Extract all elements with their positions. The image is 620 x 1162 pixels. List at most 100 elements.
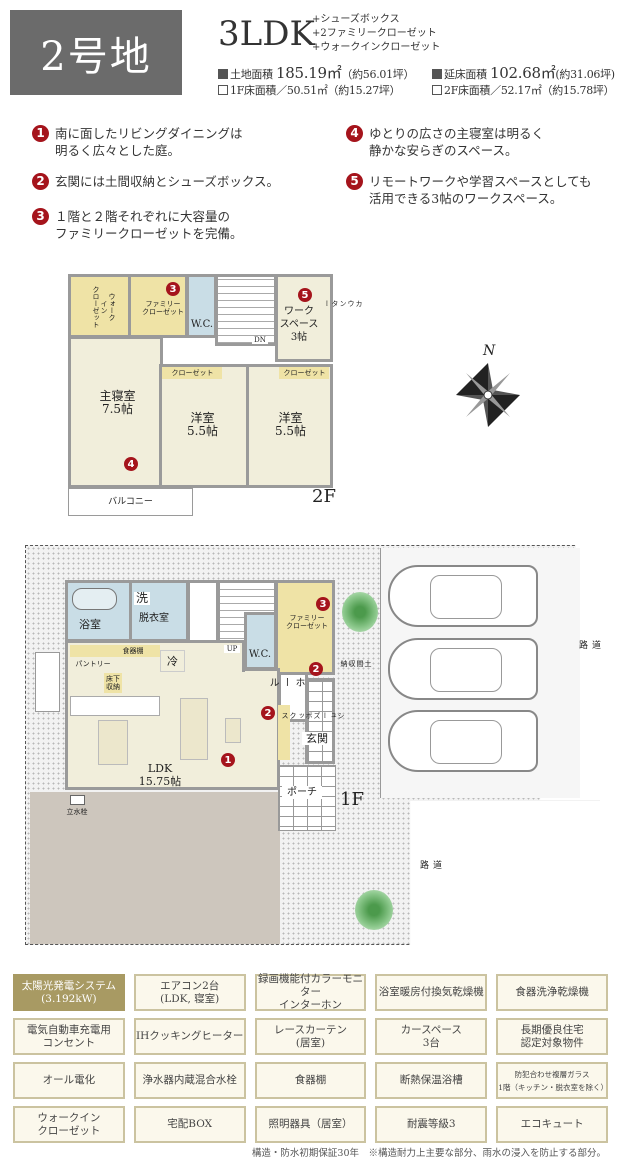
marker-3: 3 (316, 597, 330, 611)
marker-1: 1 (221, 753, 235, 767)
stairs-down-label: DN (252, 336, 268, 344)
equipment-item: 防犯合わせ複層ガラス 1階（キッチン・脱衣室を除く） (496, 1062, 608, 1099)
compass: N (448, 343, 528, 430)
equipment-item: 断熱保温浴槽 (375, 1062, 488, 1099)
feature-text: リモートワークや学習スペースとしても 活用できる3帖のワークスペース。 (369, 174, 592, 206)
marker-2: 2 (309, 662, 323, 676)
shoe-box-label: シューズボックス (281, 712, 345, 719)
equipment-item: 食器棚 (254, 1062, 367, 1099)
filled-square-icon (432, 69, 442, 79)
faucet-label: 立水栓 (66, 808, 88, 816)
total-floor-label: 延床面積 (444, 68, 487, 81)
equipment-grid: 太陽光発電システム (3.192kW)エアコン2台 (LDK, 寝室)録画機能付… (13, 973, 608, 1143)
family-closet-label: ファミリー クローゼット (286, 614, 328, 630)
equipment-item: 食器洗浄乾燥機 (496, 974, 608, 1011)
closet-label: クローゼット (283, 369, 326, 377)
feature-text: １階と２階それぞれに大容量の ファミリークローゼットを完備。 (55, 209, 243, 241)
equipment-item: エアコン2台 (LDK, 寝室) (133, 974, 246, 1011)
bathroom-label: 浴室 (79, 618, 101, 631)
balcony-label: バルコニー (108, 497, 153, 507)
earth-storage-label: 土間収納 (340, 660, 372, 667)
equipment-item: 太陽光発電システム (3.192kW) (13, 974, 125, 1011)
pantry-shelf (70, 645, 160, 657)
equipment-item: 録画機能付カラーモニター インターホン (254, 973, 367, 1011)
dish-storage-label: 食器棚 (122, 647, 144, 655)
wic-label: ウォーク イン クローゼット (92, 286, 116, 328)
land-area-label: 土地面積 (230, 68, 273, 81)
marker-3: 3 (166, 282, 180, 296)
floor-label-2f: 2F (312, 486, 336, 507)
feature-text: ゆとりの広さの主寝室は明るく 静かな安らぎのスペース。 (369, 126, 545, 158)
wc-label: W.C. (190, 319, 214, 330)
kitchen-counter (70, 696, 160, 716)
feature-item: 2 玄関には土間収納とシューズボックス。 (32, 173, 322, 190)
option-item: +ウォークインクローゼット (312, 42, 441, 53)
walk-in-closet (68, 274, 131, 338)
land-area-tsubo: （約56.01坪） (341, 68, 415, 81)
stairs-2f (215, 274, 277, 346)
layout-type: 3LDK (218, 14, 315, 54)
feature-item: 3 １階と２階それぞれに大容量の ファミリークローゼットを完備。 (32, 208, 322, 242)
bathtub-icon (72, 588, 117, 610)
western-room-1-label: 洋室 5.5帖 (186, 411, 219, 438)
equipment-item: オール電化 (13, 1062, 125, 1099)
wc-label: W.C. (248, 649, 272, 660)
option-item: +シューズボックス (312, 14, 400, 25)
floor-area-2f-text: 2F床面積／52.17㎡（約15.78坪） (444, 84, 615, 97)
western-room-1 (159, 364, 249, 488)
marker-4: 4 (124, 457, 138, 471)
equipment-item: 浴室暖房付換気乾燥機 (375, 974, 488, 1011)
floor-area-1f-text: 1F床面積／50.51㎡（約15.27坪） (230, 84, 401, 97)
work-space-label: ワーク スペース 3帖 (279, 306, 319, 343)
equipment-item: IHクッキングヒーター (133, 1018, 246, 1055)
road-label: 道路 (577, 640, 600, 649)
compass-rose-icon (456, 363, 520, 427)
ldk-label: LDK 15.75帖 (138, 762, 182, 788)
feature-text: 玄関には土間収納とシューズボックス。 (55, 174, 280, 189)
faucet-icon (70, 795, 85, 805)
car-icon (388, 710, 538, 772)
entrance (305, 678, 335, 764)
closet-label: クローゼット (171, 369, 214, 377)
marker-5: 5 (298, 288, 312, 302)
dining-table (98, 720, 128, 765)
equipment-item: 照明器具（居室） (254, 1106, 367, 1143)
master-bedroom-label: 主寝室 7.5帖 (99, 389, 136, 416)
equipment-item: 宅配BOX (133, 1106, 246, 1143)
entrance-label: 玄関 (302, 732, 332, 745)
option-item: +2ファミリークローゼット (312, 28, 437, 39)
wc-1f (244, 612, 277, 670)
wc-2f (186, 274, 217, 338)
dressing-room (129, 580, 189, 642)
western-room-2-label: 洋室 5.5帖 (274, 411, 307, 438)
empty-square-icon (218, 85, 228, 95)
empty-square-icon (432, 85, 442, 95)
equipment-item: 浄水器内蔵混合水栓 (133, 1062, 246, 1099)
family-closet-label: ファミリー クローゼット (142, 300, 184, 316)
porch-label: ポーチ (282, 786, 322, 799)
equipment-item: カースペース 3台 (375, 1018, 488, 1055)
road-label: 道路 (418, 860, 441, 869)
balcony (68, 488, 193, 516)
filled-square-icon (218, 69, 228, 79)
coffee-table (225, 718, 241, 743)
stairs-up-label: UP (224, 645, 240, 653)
marker-3: 3 (32, 208, 49, 225)
underfloor-storage-label: 床下 収納 (104, 673, 122, 693)
garden-ground (30, 792, 280, 944)
total-floor-tsubo: (約31.06坪) (555, 68, 615, 81)
compass-north-label: N (483, 343, 496, 359)
counter-label: カウンター (323, 300, 363, 307)
marker-2: 2 (32, 173, 49, 190)
hall-label: ホール (267, 677, 304, 687)
dressing-room-label: 脱衣室 (139, 613, 169, 624)
equipment-item: 電気自動車充電用 コンセント (13, 1018, 125, 1055)
land-area-value: 185.19㎡ (276, 64, 342, 82)
equipment-item: ウォークイン クローゼット (13, 1106, 125, 1143)
closet (279, 367, 329, 379)
floor-area-2f: 2F床面積／52.17㎡（約15.78坪） (432, 82, 615, 98)
